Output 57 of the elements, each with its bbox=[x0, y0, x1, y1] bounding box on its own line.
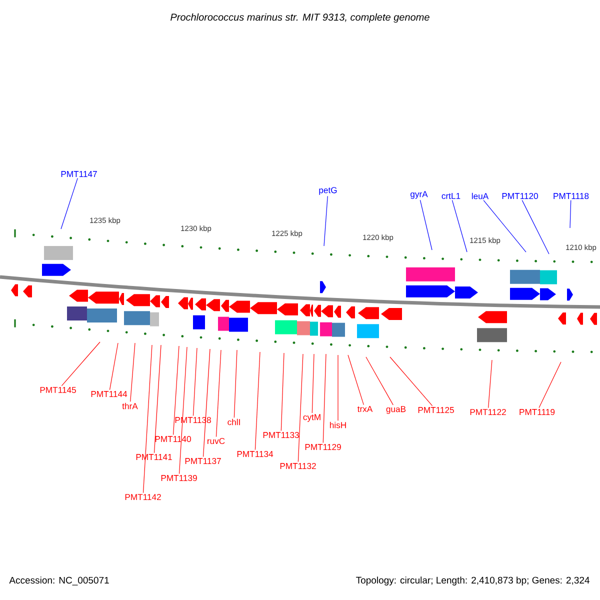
gene-label: petG bbox=[319, 187, 337, 195]
leader-line bbox=[61, 342, 100, 386]
gene-label: PMT1119 bbox=[520, 408, 555, 416]
leader-line bbox=[154, 344, 162, 454]
gene-label: PMT1137 bbox=[185, 458, 221, 464]
gene-label: PMT1122 bbox=[470, 409, 506, 415]
footer-text: Accession: NC_005071 bbox=[9, 576, 109, 586]
leader-line bbox=[178, 346, 188, 474]
leader-line bbox=[234, 350, 238, 418]
leader-line bbox=[390, 356, 433, 406]
leader-line bbox=[254, 352, 260, 450]
leader-line bbox=[130, 342, 136, 402]
gene-label: PMT1144 bbox=[91, 391, 128, 397]
gene-label: PMT1134 bbox=[237, 450, 274, 458]
leader-line bbox=[216, 350, 222, 438]
leader-line bbox=[522, 200, 550, 254]
gene-label: crtL1 bbox=[442, 193, 460, 199]
gene-label: guaB bbox=[386, 406, 406, 414]
leader-line bbox=[420, 200, 432, 250]
gene-label: trxA bbox=[357, 406, 373, 412]
gene-label: chlI bbox=[228, 418, 240, 426]
gene-label: gyrA bbox=[410, 191, 428, 199]
leader-line bbox=[488, 360, 492, 408]
gene-label: hisH bbox=[330, 422, 346, 428]
leader-line bbox=[538, 362, 562, 408]
leader-line bbox=[298, 354, 304, 462]
leader-line bbox=[202, 348, 210, 458]
leader-line bbox=[483, 200, 526, 252]
leader-line bbox=[348, 354, 364, 406]
footer-text: Topology: circular; Length: 2,410,873 bp; Genes: 2,324 bbox=[356, 576, 590, 586]
leader-line bbox=[172, 346, 180, 436]
leader-line bbox=[570, 200, 572, 228]
gene-label: thrA bbox=[122, 402, 138, 410]
leader-line bbox=[280, 352, 284, 432]
leader-line bbox=[60, 178, 78, 230]
leader-line bbox=[322, 354, 326, 444]
gene-label: ruvC bbox=[208, 438, 225, 444]
gene-label: PMT1118 bbox=[554, 192, 589, 200]
gene-label: PMT1120 bbox=[502, 192, 538, 200]
gene-label: PMT1139 bbox=[161, 474, 197, 482]
gene-label: PMT1147 bbox=[61, 171, 97, 177]
leader-line bbox=[109, 342, 118, 390]
gene-label: leuA bbox=[472, 192, 489, 200]
leader-line bbox=[366, 356, 394, 406]
gene-label: PMT1132 bbox=[280, 462, 316, 470]
leader-line bbox=[312, 354, 314, 414]
gene-label: cytM bbox=[303, 414, 320, 422]
gene-label: PMT1142 bbox=[125, 494, 161, 500]
leader-line bbox=[452, 200, 468, 252]
leader-line bbox=[142, 344, 152, 494]
leader-line bbox=[324, 196, 328, 246]
leader-line bbox=[192, 348, 198, 416]
title: Prochlorococcus marinus str. MIT 9313, complete genome bbox=[170, 13, 430, 23]
gene-label: PMT1133 bbox=[263, 432, 299, 438]
gene-label: PMT1129 bbox=[305, 444, 341, 450]
gene-label: PMT1145 bbox=[40, 387, 76, 393]
gene-label: PMT1125 bbox=[418, 406, 454, 414]
